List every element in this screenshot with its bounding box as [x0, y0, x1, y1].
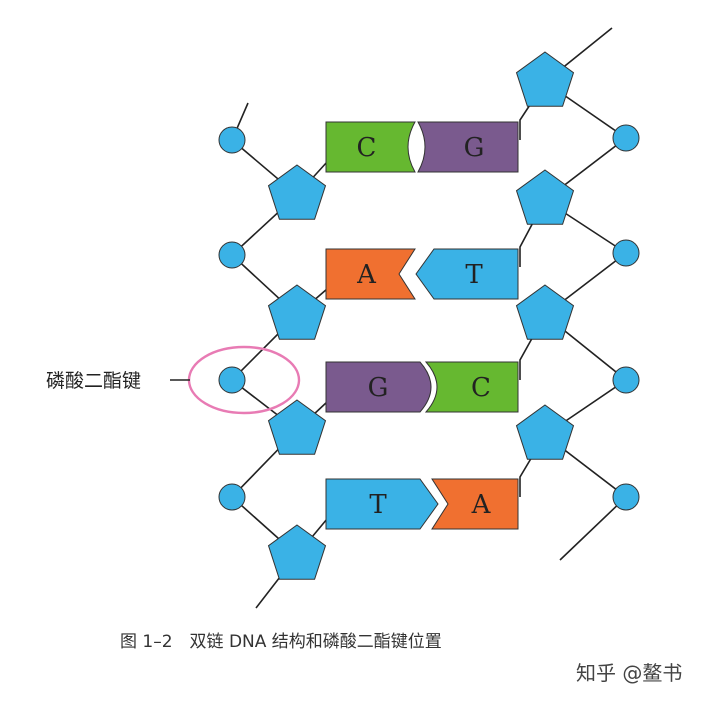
- right-base-letter: G: [464, 133, 485, 163]
- backbone-nodes: [218, 51, 640, 580]
- right-base-letter: A: [471, 490, 492, 520]
- left-base-letter: T: [369, 490, 387, 520]
- figure-caption: 图 1–2 双链 DNA 结构和磷酸二酯键位置: [120, 632, 442, 652]
- right-base-block: [415, 248, 519, 300]
- sugar-pentagon: [267, 164, 327, 220]
- sugar-pentagon: [515, 169, 575, 225]
- left-base-block: [325, 248, 416, 300]
- watermark: 知乎 @鳌书: [576, 661, 682, 685]
- sugar-pentagon: [515, 404, 575, 460]
- right-backbone: [543, 27, 628, 561]
- phosphate-circle: [612, 124, 640, 152]
- right-base-block: [424, 361, 519, 413]
- sugar-pentagon: [515, 284, 575, 340]
- phosphate-circle: [218, 241, 246, 269]
- left-base-letter: A: [356, 260, 377, 290]
- left-backbone: [230, 102, 299, 609]
- right-base-block: [431, 478, 519, 530]
- left-base-letter: C: [357, 133, 377, 163]
- phosphodiester-label: 磷酸二酯键: [46, 370, 141, 392]
- left-base-block: [325, 121, 416, 173]
- right-base-letter: T: [465, 260, 483, 290]
- sugar-pentagon: [515, 51, 575, 107]
- phosphate-circle: [218, 126, 246, 154]
- phosphate-circle: [218, 483, 246, 511]
- phosphate-circle: [612, 366, 640, 394]
- sugar-pentagon: [267, 399, 327, 455]
- phosphate-circle: [218, 366, 246, 394]
- left-base-letter: G: [368, 373, 389, 403]
- sugar-pentagon: [267, 524, 327, 580]
- sugar-pentagon: [267, 284, 327, 340]
- phosphate-circle: [612, 239, 640, 267]
- left-base-block: [325, 361, 432, 413]
- right-base-letter: C: [471, 373, 491, 403]
- phosphate-circle: [612, 483, 640, 511]
- right-base-block: [417, 121, 519, 173]
- left-base-block: [325, 478, 439, 530]
